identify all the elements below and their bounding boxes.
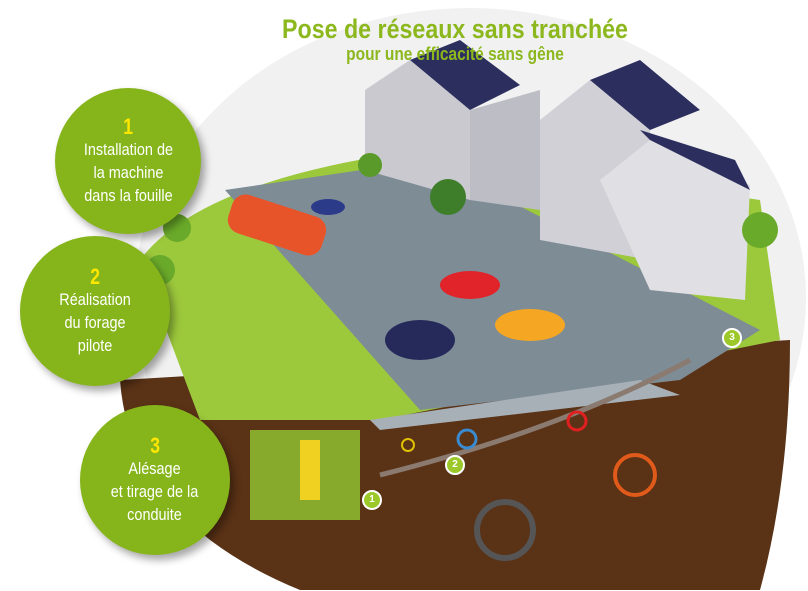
subtitle: pour une efficacité sans gêne (346, 44, 564, 64)
step-label: Installation de la machine dans la fouil… (83, 139, 173, 205)
worker (300, 440, 320, 500)
step-1-badge: 1 Installation de la machine dans la fou… (55, 88, 201, 234)
marker-1: 1 (362, 490, 382, 510)
vehicles (227, 194, 565, 360)
road-edge (370, 380, 680, 430)
step-label: Alésage et tirage de la conduite (111, 458, 199, 524)
step-number: 3 (150, 432, 160, 458)
main-title: Pose de réseaux sans tranchée (282, 14, 628, 44)
step-3-badge: 3 Alésage et tirage de la conduite (80, 405, 230, 555)
step-label: Réalisation du forage pilote (59, 289, 131, 355)
marker-3: 3 (722, 328, 742, 348)
step-2-badge: 2 Réalisation du forage pilote (20, 236, 170, 386)
step-number: 2 (90, 263, 100, 289)
houses (365, 40, 750, 300)
pipes (379, 357, 692, 561)
step-number: 1 (123, 113, 133, 139)
marker-2: 2 (445, 455, 465, 475)
